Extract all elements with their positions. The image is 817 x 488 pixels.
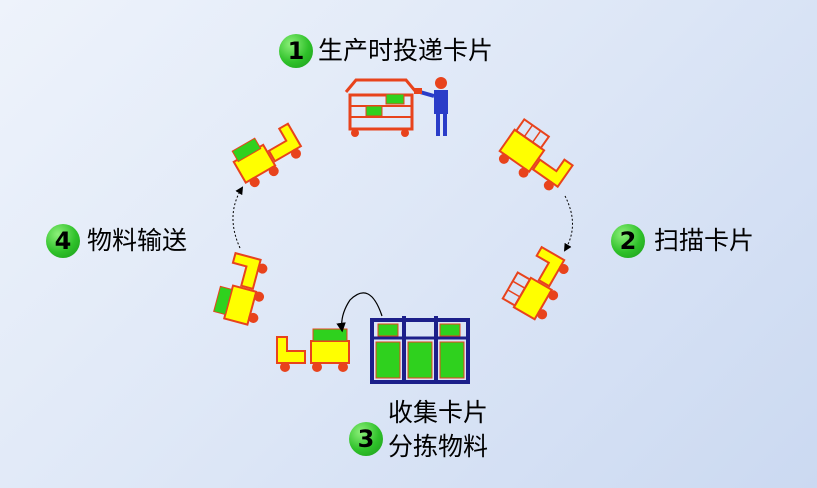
cart-left: [213, 252, 274, 327]
flow-arrow-left: [233, 188, 242, 248]
cart-upper-right: [495, 118, 579, 197]
flow-arrow-bottom: [342, 293, 382, 330]
worker-figure: [414, 77, 448, 136]
sorting-rack: [372, 316, 468, 382]
cart-bottom: [277, 329, 349, 372]
cart-right: [502, 243, 576, 324]
cart-upper-left: [229, 120, 308, 190]
kanban-post-rack: [346, 80, 416, 137]
flow-arrow-right: [565, 196, 573, 250]
